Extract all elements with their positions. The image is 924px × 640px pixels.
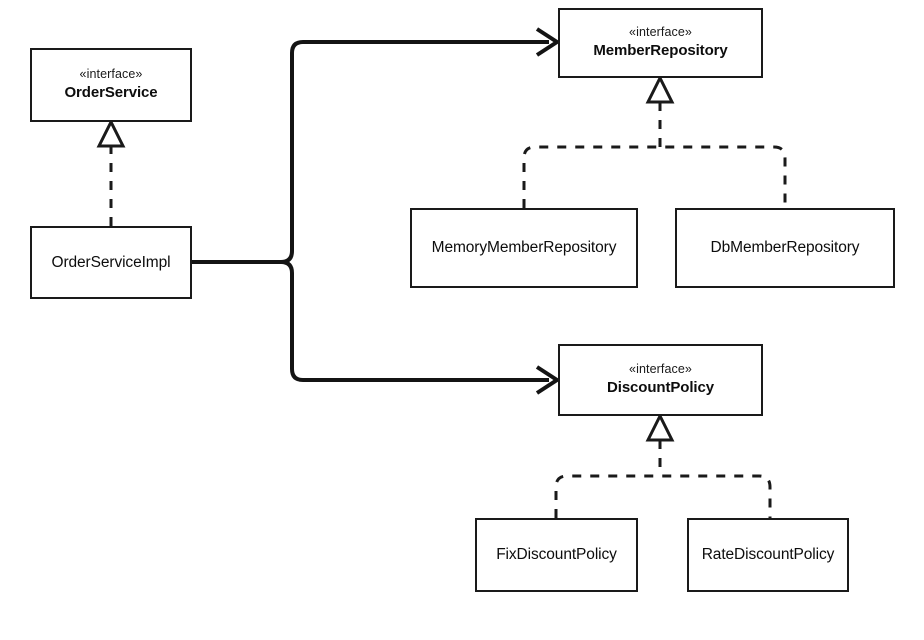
node-title: DiscountPolicy	[607, 379, 714, 397]
node-member-repository[interactable]: «interface» MemberRepository	[558, 8, 763, 78]
node-db-member-repository[interactable]: DbMemberRepository	[675, 208, 895, 288]
edge-discountpolicy-realization-bus	[554, 412, 772, 518]
node-title: RateDiscountPolicy	[701, 546, 835, 564]
node-order-service[interactable]: «interface» OrderService	[30, 48, 192, 122]
node-fix-discount-policy[interactable]: FixDiscountPolicy	[475, 518, 638, 592]
edge-memberrepository-realization-bus	[522, 74, 787, 208]
hollow-triangle-arrowhead	[96, 118, 126, 148]
open-arrowhead	[535, 27, 561, 57]
node-title: OrderService	[64, 84, 158, 102]
node-title: MemberRepository	[593, 42, 728, 60]
realization-dashed-bus	[522, 145, 787, 208]
node-order-service-impl[interactable]: OrderServiceImpl	[30, 226, 192, 299]
open-arrowhead	[535, 365, 561, 395]
node-title: MemoryMemberRepository	[431, 239, 617, 257]
node-stereotype: «interface»	[629, 24, 692, 39]
node-stereotype: «interface»	[79, 66, 143, 81]
node-title: FixDiscountPolicy	[496, 546, 617, 564]
edge-impl-realizes-orderservice	[96, 118, 126, 226]
node-stereotype: «interface»	[629, 361, 692, 376]
node-title: DbMemberRepository	[710, 239, 860, 257]
node-title: OrderServiceImpl	[51, 253, 171, 271]
realization-dashed-bus	[554, 474, 772, 518]
hollow-triangle-arrowhead	[645, 74, 675, 104]
node-memory-member-repository[interactable]: MemoryMemberRepository	[410, 208, 638, 288]
node-discount-policy[interactable]: «interface» DiscountPolicy	[558, 344, 763, 416]
hollow-triangle-arrowhead	[645, 412, 675, 442]
node-rate-discount-policy[interactable]: RateDiscountPolicy	[687, 518, 849, 592]
